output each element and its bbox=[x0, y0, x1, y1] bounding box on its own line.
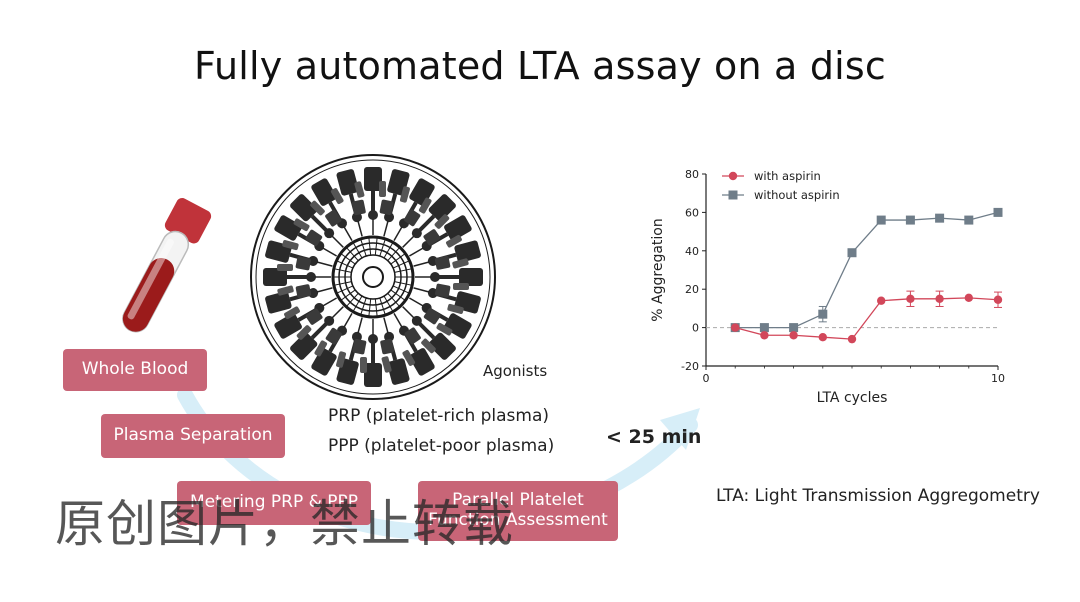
lta-definition: LTA: Light Transmission Aggregometry bbox=[716, 486, 1040, 506]
step-platelet-assessment-line2: Function Assessment bbox=[428, 510, 608, 530]
time-label: < 25 min bbox=[606, 426, 702, 448]
step-platelet-assessment-line1: Parallel Platelet bbox=[452, 490, 584, 511]
y-tick-label: 0 bbox=[692, 322, 699, 335]
data-point-without-aspirin bbox=[993, 207, 1003, 217]
microfluidic-disc-icon bbox=[250, 154, 496, 400]
data-point-with-aspirin bbox=[935, 294, 944, 303]
agonists-label: Agonists bbox=[483, 362, 548, 380]
legend-marker bbox=[728, 171, 738, 181]
y-tick-label: 40 bbox=[685, 245, 699, 258]
x-axis-label: LTA cycles bbox=[817, 390, 888, 406]
data-point-with-aspirin bbox=[993, 295, 1003, 304]
data-point-with-aspirin bbox=[731, 323, 740, 332]
y-tick-label: 60 bbox=[685, 206, 699, 219]
step-plasma-separation: Plasma Separation bbox=[101, 414, 285, 458]
y-axis-label: % Aggregation bbox=[650, 218, 666, 321]
data-point-with-aspirin bbox=[760, 331, 769, 340]
series-line-0 bbox=[735, 297, 999, 340]
ppp-label: PPP (platelet-poor plasma) bbox=[328, 436, 555, 456]
step-metering: Metering PRP & PPP bbox=[177, 481, 371, 525]
x-tick-label: 0 bbox=[703, 372, 710, 385]
y-tick-label: 20 bbox=[685, 283, 699, 296]
data-point-with-aspirin bbox=[906, 294, 915, 303]
step-metering-label: Metering PRP & PPP bbox=[189, 492, 359, 513]
series-line-1 bbox=[735, 211, 999, 329]
x-tick-label: 10 bbox=[991, 372, 1005, 385]
data-point-without-aspirin bbox=[789, 323, 799, 333]
data-point-without-aspirin bbox=[964, 215, 974, 225]
prp-label: PRP (platelet-rich plasma) bbox=[328, 406, 550, 426]
legend-marker bbox=[728, 190, 738, 200]
data-point-without-aspirin bbox=[905, 215, 915, 225]
legend-label: without aspirin bbox=[754, 188, 840, 202]
step-platelet-assessment: Parallel Platelet Function Assessment bbox=[418, 481, 618, 541]
data-point-without-aspirin bbox=[876, 215, 886, 225]
slide-title: Fully automated LTA assay on a disc bbox=[193, 44, 886, 88]
data-point-without-aspirin bbox=[759, 323, 769, 333]
data-point-with-aspirin bbox=[818, 333, 827, 342]
data-point-without-aspirin bbox=[847, 248, 857, 258]
data-point-without-aspirin bbox=[818, 309, 828, 319]
data-point-with-aspirin bbox=[789, 331, 798, 340]
y-tick-label: -20 bbox=[681, 360, 699, 373]
data-point-with-aspirin bbox=[847, 334, 857, 344]
legend-label: with aspirin bbox=[754, 169, 821, 183]
y-tick-label: 80 bbox=[685, 168, 699, 181]
data-point-with-aspirin bbox=[964, 293, 973, 303]
watermark: 原创图片，禁止转载 bbox=[55, 495, 514, 553]
data-point-without-aspirin bbox=[935, 213, 945, 223]
step-whole-blood-label: Whole Blood bbox=[81, 359, 189, 380]
step-whole-blood: Whole Blood bbox=[63, 349, 207, 391]
step-plasma-separation-label: Plasma Separation bbox=[113, 425, 273, 446]
data-point-with-aspirin bbox=[877, 296, 886, 305]
blood-tube-icon bbox=[122, 198, 212, 333]
